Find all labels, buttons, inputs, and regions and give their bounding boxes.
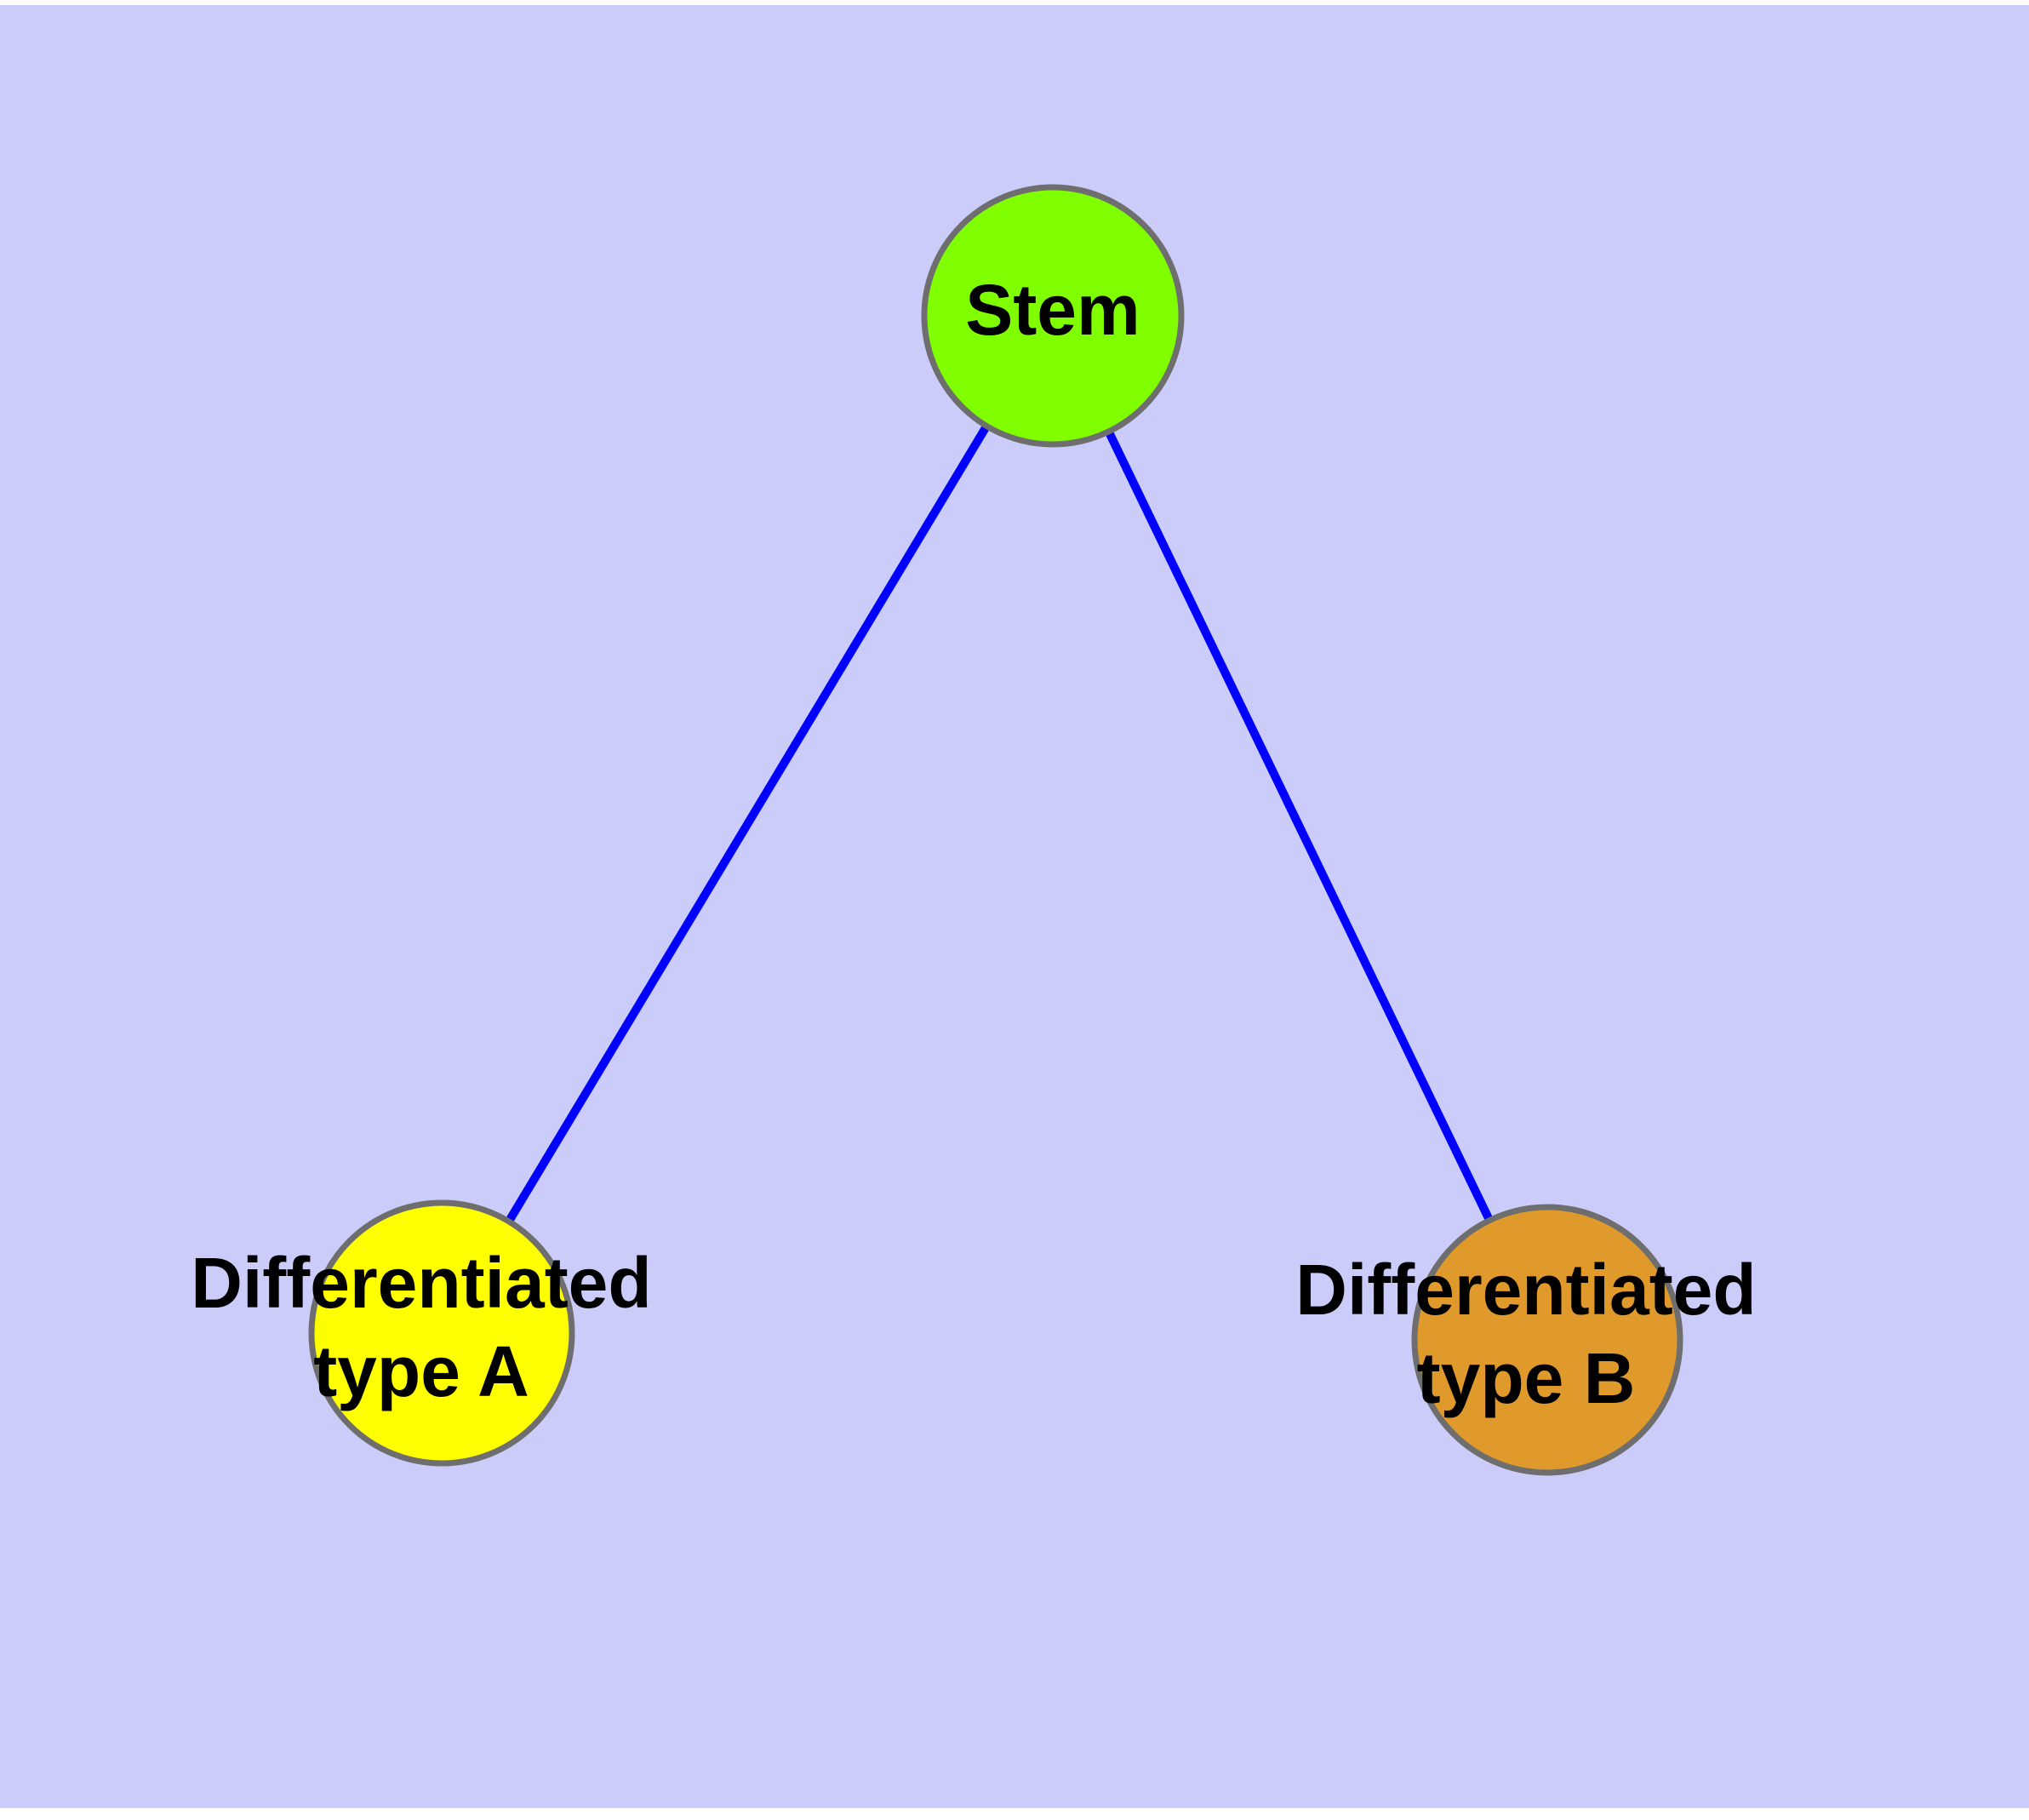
node-label-line: type A [313, 1331, 529, 1411]
node-label-stem: Stem [965, 270, 1140, 350]
node-stem[interactable] [921, 184, 1185, 448]
node-label-line: Differentiated [191, 1243, 651, 1323]
node-diff_a[interactable] [308, 1199, 575, 1467]
node-circle-stem[interactable] [921, 184, 1185, 448]
edge-stem-diff-b[interactable] [1103, 426, 1495, 1226]
node-label-line: Stem [965, 270, 1140, 350]
node-label-line: Differentiated [1295, 1250, 1756, 1330]
node-circle-diff_a[interactable] [308, 1199, 575, 1467]
node-label-line: type B [1417, 1338, 1636, 1418]
node-diff_b[interactable] [1411, 1204, 1683, 1476]
edge-layer [503, 421, 1495, 1227]
edge-stem-diff-a[interactable] [503, 421, 992, 1227]
node-circle-diff_b[interactable] [1411, 1204, 1683, 1476]
